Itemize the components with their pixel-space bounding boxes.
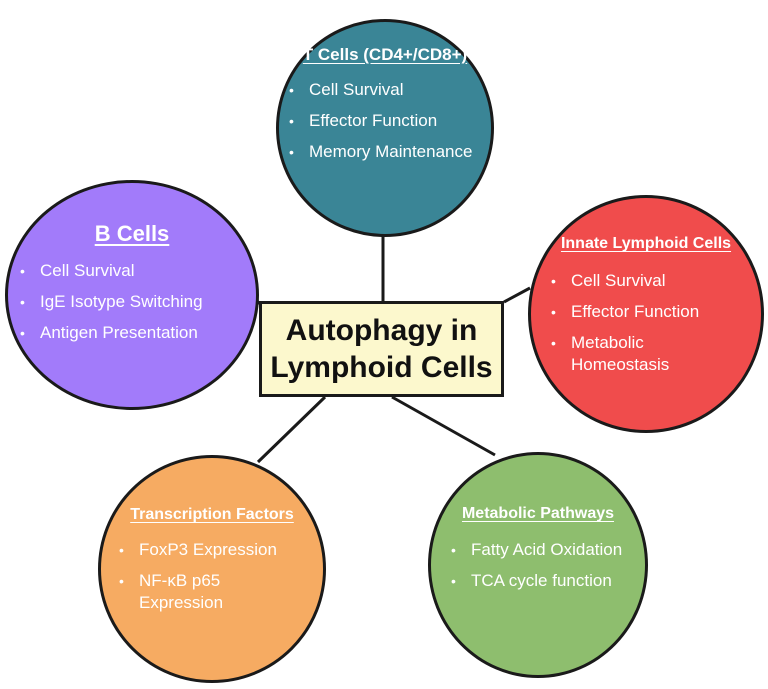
list-item: Metabolic Homeostasis — [551, 332, 691, 376]
list-item: Cell Survival — [551, 270, 699, 292]
t-cells-list: Cell Survival Effector Function Memory M… — [289, 79, 472, 172]
innate-lymphoid-cells-list: Cell Survival Effector Function Metaboli… — [551, 270, 699, 385]
b-cells-list: Cell Survival IgE Isotype Switching Anti… — [20, 260, 203, 353]
list-item: Memory Maintenance — [289, 141, 472, 163]
connector-transcription-factors — [256, 395, 327, 464]
connector-innate-lymphoid — [503, 286, 531, 304]
metabolic-pathways-node: Metabolic Pathways Fatty Acid Oxidation … — [428, 452, 648, 678]
center-title: Autophagy in Lymphoid Cells — [270, 314, 493, 384]
list-item: FoxP3 Expression — [119, 539, 277, 561]
list-item: Antigen Presentation — [20, 322, 203, 344]
list-item: Effector Function — [289, 110, 472, 132]
list-item: Effector Function — [551, 301, 699, 323]
b-cells-title: B Cells — [94, 221, 170, 246]
list-item: Cell Survival — [20, 260, 203, 282]
metabolic-pathways-title: Metabolic Pathways — [461, 505, 615, 522]
list-item: IgE Isotype Switching — [20, 291, 203, 313]
list-item: Fatty Acid Oxidation — [451, 539, 622, 561]
list-item: Cell Survival — [289, 79, 472, 101]
metabolic-pathways-list: Fatty Acid Oxidation TCA cycle function — [451, 539, 622, 601]
transcription-factors-node: Transcription Factors FoxP3 Expression N… — [98, 455, 326, 683]
t-cells-node: T Cells (CD4+/CD8+) Cell Survival Effect… — [276, 19, 494, 237]
list-item: TCA cycle function — [451, 570, 622, 592]
innate-lymphoid-cells-node: Innate Lymphoid Cells Cell Survival Effe… — [528, 195, 764, 433]
list-item: NF-κB p65 Expression — [119, 570, 269, 614]
innate-lymphoid-cells-title: Innate Lymphoid Cells — [560, 235, 732, 252]
transcription-factors-title: Transcription Factors — [130, 506, 294, 523]
transcription-factors-list: FoxP3 Expression NF-κB p65 Expression — [119, 539, 277, 623]
t-cells-title: T Cells (CD4+/CD8+) — [302, 45, 468, 64]
b-cells-node: B Cells Cell Survival IgE Isotype Switch… — [5, 180, 259, 410]
center-box: Autophagy in Lymphoid Cells — [259, 301, 504, 397]
connector-metabolic-pathways — [391, 395, 496, 457]
